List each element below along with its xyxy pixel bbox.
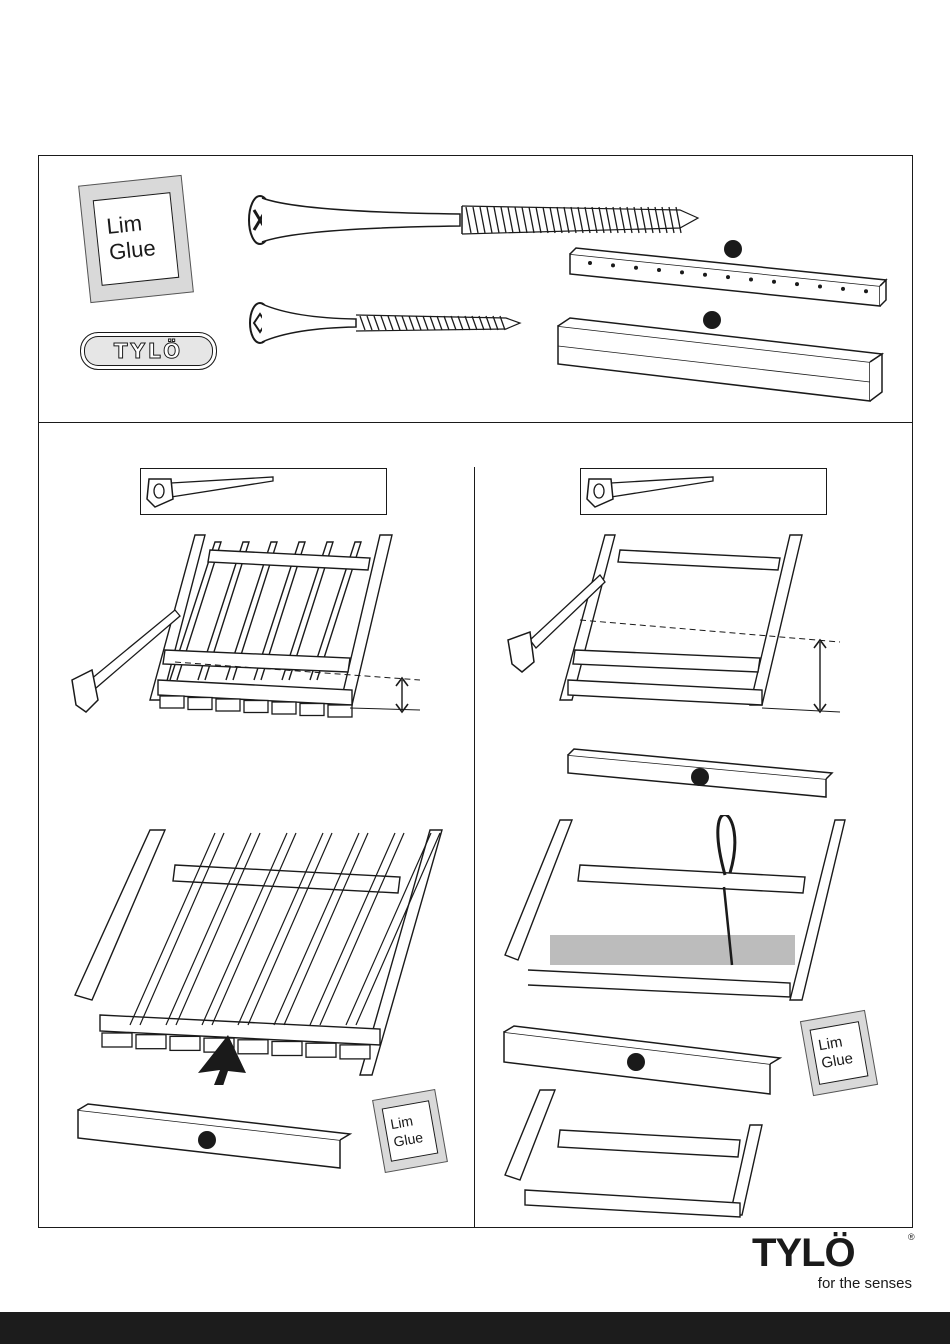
solid-batten-part — [548, 306, 888, 411]
registered-mark: ® — [908, 1232, 915, 1242]
glue-label-glue: Glue — [108, 236, 157, 265]
left-solid-batten — [70, 1100, 360, 1175]
right-bottom-frame-illustration — [500, 1085, 770, 1225]
glue-box-small-left: Lim Glue — [372, 1089, 448, 1173]
footer-bar — [0, 1312, 950, 1344]
perforated-batten-part — [560, 236, 890, 316]
right-assembly-illustration — [500, 815, 860, 1015]
tylo-badge-text: TYLÖ — [81, 339, 216, 363]
tylo-logo: TYLÖ — [752, 1230, 912, 1270]
glue-box: Lim Glue — [78, 175, 194, 303]
saw-tool-box-right — [580, 468, 827, 515]
saw-icon — [141, 469, 386, 514]
brand-tagline: for the senses — [800, 1275, 912, 1292]
left-insert-batten-illustration — [70, 825, 450, 1085]
tylo-badge: TYLÖ — [80, 332, 217, 370]
left-saw-cut-illustration — [70, 530, 420, 730]
short-screw-illustration — [244, 298, 529, 348]
glue-label-lim: Lim — [105, 211, 143, 239]
right-perforated-batten — [560, 745, 840, 805]
panel-divider — [474, 467, 475, 1228]
saw-tool-box-left — [140, 468, 387, 515]
right-saw-cut-illustration — [500, 530, 850, 730]
glue-box-small-right: Lim Glue — [800, 1010, 878, 1096]
tylo-logo-text: TYLÖ — [752, 1230, 855, 1270]
saw-icon — [581, 469, 826, 514]
